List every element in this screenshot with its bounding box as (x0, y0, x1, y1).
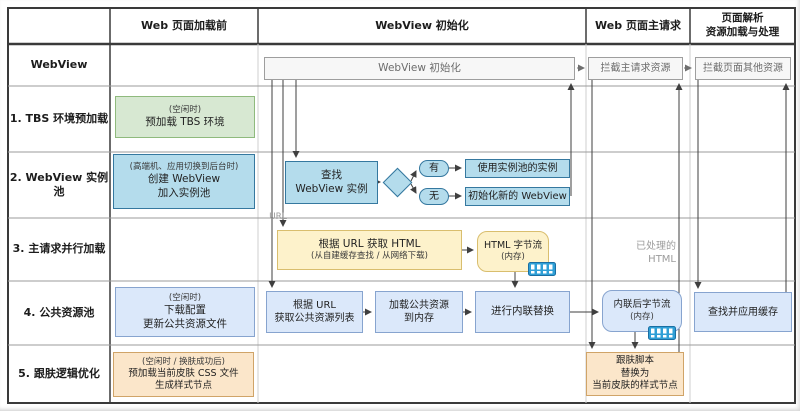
node-label: 查找 WebView 实例 (295, 168, 368, 195)
node-note: (空闲时) (168, 292, 202, 303)
row-header-tbs-preload: 1. TBS 环境预加载 (8, 86, 110, 152)
branch-label: 有 (429, 163, 439, 174)
node-label: 拦截主请求资源 (600, 63, 671, 74)
node-load-resources: 加载公共资源 到内存 (375, 291, 463, 333)
edge-label-url: URL (258, 212, 298, 224)
node-intercept-main-request: 拦截主请求资源 (588, 57, 683, 80)
row-header-skin-logic: 5. 跟肤逻辑优化 (8, 345, 110, 403)
column-header-main-request: Web 页面主请求 (586, 8, 690, 44)
node-fetch-html: 根据 URL 获取 HTML (从自建缓存查找 / 从网络下载) (277, 230, 462, 270)
node-label: 加载公共资源 到内存 (389, 300, 449, 324)
column-header-webview-init: WebView 初始化 (258, 8, 586, 44)
node-inline-replace: 进行内联替换 (475, 291, 570, 333)
node-label: 进行内联替换 (491, 305, 554, 318)
edge-label-text: URL (269, 212, 287, 222)
column-header-label: WebView 初始化 (375, 18, 469, 32)
node-label: 跟肤脚本 替换为 当前皮肤的样式节点 (592, 355, 678, 392)
row-header-label: 2. WebView 实例池 (9, 170, 109, 198)
node-note: (内存) (501, 252, 525, 263)
row-header-webview: WebView (8, 44, 110, 86)
node-label: 下载配置 更新公共资源文件 (143, 303, 227, 330)
node-create-webview-pool: (高端机、应用切换到后台时) 创建 WebView 加入实例池 (113, 154, 255, 209)
memory-icon (648, 326, 676, 340)
branch-yes: 有 (419, 160, 449, 177)
node-find-webview-instance: 查找 WebView 实例 (285, 161, 378, 204)
column-header-label: 页面解析 资源加载与处理 (705, 12, 780, 38)
row-header-parallel-load: 3. 主请求并行加载 (8, 218, 110, 281)
node-note: (空闲时) (168, 104, 202, 115)
branch-label: 无 (429, 191, 439, 202)
node-label: 预加载当前皮肤 CSS 文件 生成样式节点 (128, 367, 239, 392)
node-label: 内联后字节流 (613, 299, 671, 311)
node-note: (从自建缓存查找 / 从网络下载) (311, 251, 428, 262)
node-label: 根据 URL 获取 HTML (318, 237, 421, 250)
column-header-page-parse: 页面解析 资源加载与处理 (690, 8, 795, 44)
flow-edges (268, 64, 790, 352)
node-label: 查找并应用缓存 (708, 306, 778, 318)
row-header-label: WebView (30, 57, 88, 71)
edge-label-text: 已处理的 HTML (636, 241, 676, 265)
row-header-label: 1. TBS 环境预加载 (9, 111, 109, 125)
node-skin-script-replace: 跟肤脚本 替换为 当前皮肤的样式节点 (586, 352, 684, 396)
row-header-label: 4. 公共资源池 (23, 305, 95, 319)
node-webview-init-bar: WebView 初始化 (264, 57, 575, 80)
memory-icon (528, 262, 556, 276)
node-init-new-webview: 初始化新的 WebView (465, 187, 570, 206)
table-grid (7, 7, 796, 404)
node-intercept-other-resources: 拦截页面其他资源 (695, 57, 791, 80)
node-label: 初始化新的 WebView (468, 191, 567, 202)
column-header-label: Web 页面加载前 (141, 18, 227, 32)
node-label: 创建 WebView 加入实例池 (147, 173, 221, 200)
node-tbs-preload: (空闲时) 预加载 TBS 环境 (115, 96, 255, 138)
node-find-apply-cache: 查找并应用缓存 (694, 292, 792, 332)
node-label: HTML 字节流 (484, 239, 542, 251)
column-header-before-load: Web 页面加载前 (110, 8, 258, 44)
edge-decision-to-yes (410, 170, 417, 182)
node-label: 使用实例池的实例 (477, 163, 558, 174)
node-skin-preload: (空闲时 / 换肤成功后) 预加载当前皮肤 CSS 文件 生成样式节点 (113, 352, 254, 397)
node-note: (高端机、应用切换到后台时) (129, 162, 239, 173)
node-label: 预加载 TBS 环境 (145, 115, 225, 128)
branch-no: 无 (419, 188, 449, 205)
column-header-label: Web 页面主请求 (595, 18, 681, 32)
row-header-label: 3. 主请求并行加载 (12, 242, 106, 256)
node-label: 根据 URL 获取公共资源列表 (274, 300, 355, 324)
node-inlined-byte-stream: 内联后字节流 (内存) (602, 290, 682, 332)
edge-decision-to-no (410, 183, 417, 194)
node-use-pool-instance: 使用实例池的实例 (465, 159, 570, 178)
node-get-resource-list: 根据 URL 获取公共资源列表 (266, 291, 363, 333)
node-note: (内存) (630, 311, 654, 322)
node-label: WebView 初始化 (378, 61, 461, 74)
node-note: (空闲时 / 换肤成功后) (142, 356, 225, 367)
row-header-instance-pool: 2. WebView 实例池 (8, 152, 110, 218)
row-header-resource-pool: 4. 公共资源池 (8, 281, 110, 345)
node-label: 拦截页面其他资源 (703, 63, 783, 74)
row-header-label: 5. 跟肤逻辑优化 (18, 366, 100, 380)
node-download-config: (空闲时) 下载配置 更新公共资源文件 (115, 287, 255, 337)
edge-label-processed-html: 已处理的 HTML (612, 240, 676, 266)
